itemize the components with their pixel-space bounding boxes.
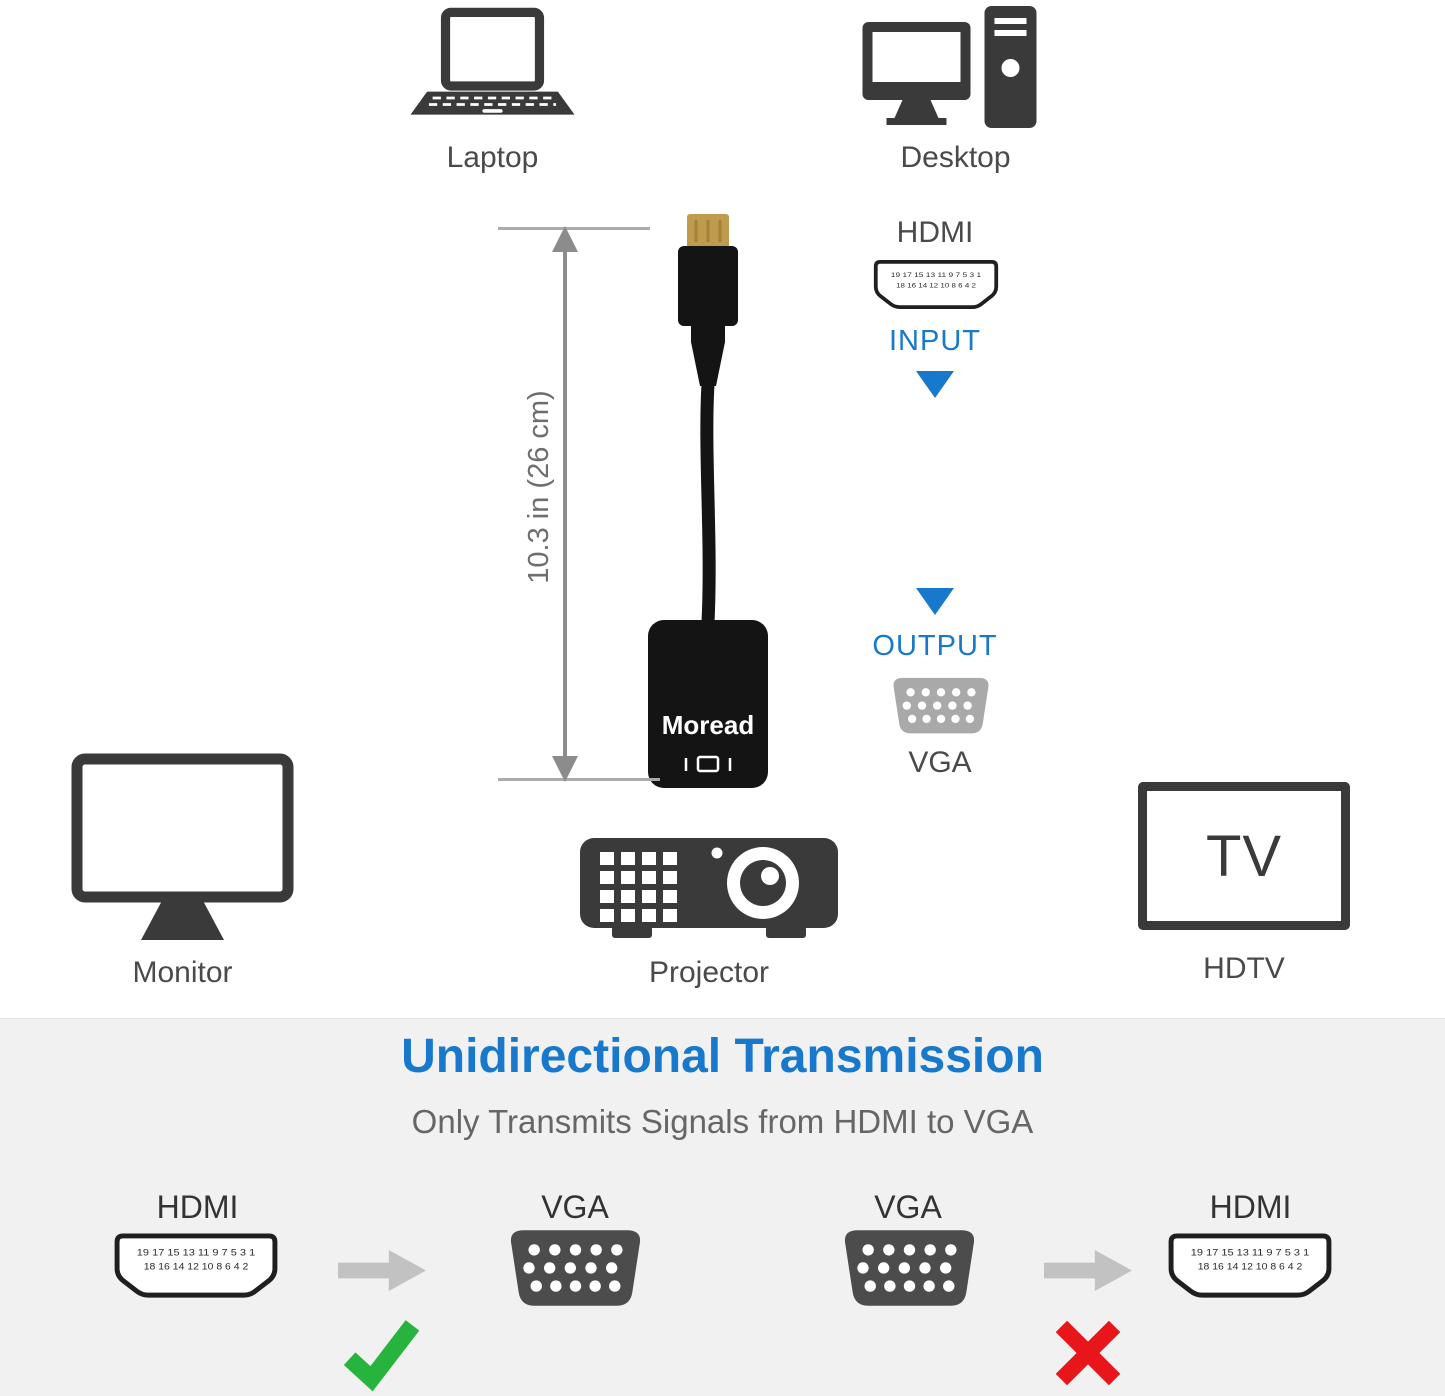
hdmi-pin-numbers-bottom: 18 16 14 12 10 8 6 4 2 xyxy=(896,283,976,290)
unidirectional-banner: Unidirectional Transmission Only Transmi… xyxy=(0,1018,1445,1396)
tv-text: TV xyxy=(1205,823,1283,889)
projector-icon xyxy=(580,838,838,938)
hdmi-pin-numbers-bottom: 18 16 14 12 10 8 6 4 2 xyxy=(1198,1261,1303,1271)
banner-subtitle: Only Transmits Signals from HDMI to VGA xyxy=(411,1103,1034,1140)
hdtv-label: HDTV xyxy=(1203,952,1285,985)
input-label: INPUT xyxy=(889,325,981,357)
vga-output-label: VGA xyxy=(908,746,972,779)
hdmi-pin-numbers-bottom: 18 16 14 12 10 8 6 4 2 xyxy=(144,1261,249,1271)
comparison-left-source-label: HDMI xyxy=(156,1189,239,1225)
laptop-icon xyxy=(410,7,575,115)
comparison-right-target-label: HDMI xyxy=(1209,1189,1292,1225)
arrow-right-icon-left xyxy=(338,1249,426,1292)
input-arrow-icon xyxy=(916,371,954,398)
vga-connector-icon-right xyxy=(844,1230,975,1306)
output-arrow-icon xyxy=(916,588,954,615)
banner-title: Unidirectional Transmission xyxy=(401,1030,1044,1083)
cross-icon xyxy=(1055,1320,1121,1386)
hdmi-pin-numbers-top: 19 17 15 13 11 9 7 5 3 1 xyxy=(891,272,982,279)
desktop-icon xyxy=(862,6,1037,128)
vga-connector-icon-left xyxy=(510,1230,641,1306)
hdmi-connector-icon-left: 19 17 15 13 11 9 7 5 3 1 18 16 14 12 10 … xyxy=(114,1233,278,1298)
monitor-label: Monitor xyxy=(132,956,233,989)
laptop-label: Laptop xyxy=(446,141,539,174)
output-label: OUTPUT xyxy=(872,630,998,662)
tv-icon: TV xyxy=(1138,782,1350,930)
check-icon xyxy=(343,1320,420,1392)
vga-output-connector-icon xyxy=(893,677,989,734)
hdmi-pin-numbers-top: 19 17 15 13 11 9 7 5 3 1 xyxy=(1191,1248,1309,1258)
adapter-length-label: 10.3 in (26 cm) xyxy=(523,390,555,584)
hdmi-connector-icon-right: 19 17 15 13 11 9 7 5 3 1 18 16 14 12 10 … xyxy=(1168,1233,1332,1298)
hdmi-input-connector-icon: 19 17 15 13 11 9 7 5 3 1 18 16 14 12 10 … xyxy=(873,260,999,309)
monitor-icon xyxy=(71,753,294,940)
hdmi-pin-numbers-top: 19 17 15 13 11 9 7 5 3 1 xyxy=(137,1248,255,1258)
comparison-right-source-label: VGA xyxy=(874,1189,942,1225)
projector-label: Projector xyxy=(648,956,770,989)
desktop-label: Desktop xyxy=(900,141,1011,174)
adapter-graphic: Moread xyxy=(648,214,768,788)
hdmi-input-label: HDMI xyxy=(896,216,974,249)
comparison-left-target-label: VGA xyxy=(541,1189,609,1225)
arrow-right-icon-right xyxy=(1044,1249,1132,1292)
adapter-port-icon xyxy=(684,755,732,773)
measure-arrow-icon xyxy=(498,226,660,782)
adapter-brand-text: Moread xyxy=(662,710,754,740)
